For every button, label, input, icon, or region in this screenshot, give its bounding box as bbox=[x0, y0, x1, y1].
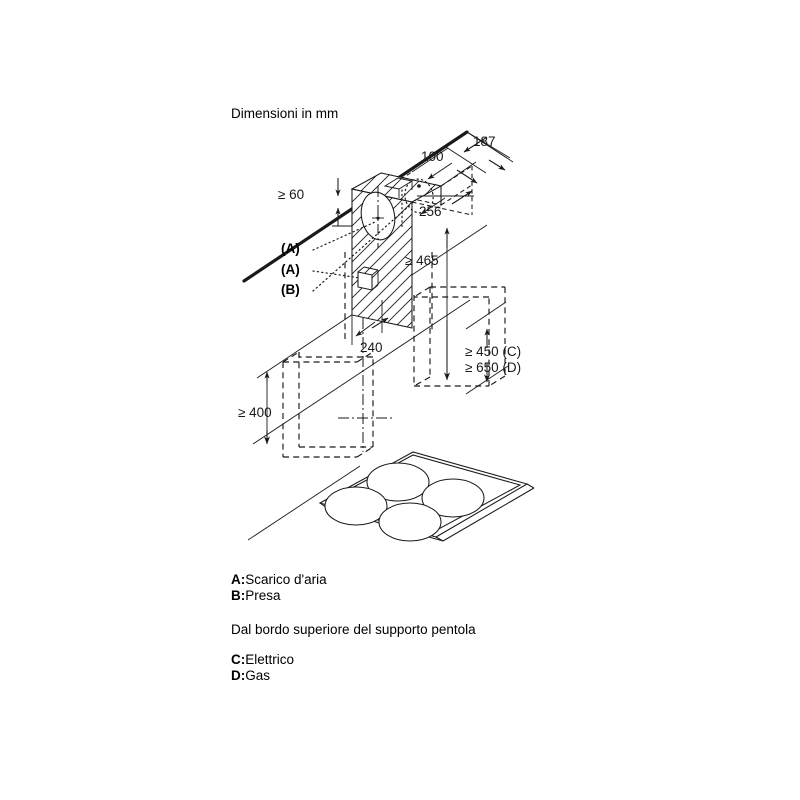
socket-marker-upper bbox=[404, 178, 434, 214]
legend-row-b: B:Presa bbox=[231, 588, 327, 604]
socket-rectangle bbox=[357, 266, 379, 291]
legend-text-d: Gas bbox=[245, 668, 271, 683]
duct-detail-top bbox=[383, 177, 414, 198]
legend-block-cd: C:Elettrico D:Gas bbox=[231, 652, 294, 684]
callout-b-1: (B) bbox=[281, 282, 300, 297]
dimension-label-min-650-d: ≥ 650 (D) bbox=[465, 360, 521, 375]
dimension-label-min-400: ≥ 400 bbox=[238, 405, 272, 420]
callout-leader-lines bbox=[312, 197, 419, 292]
dimension-min-450-650: ≥ 450 (C) ≥ 650 (D) bbox=[465, 301, 521, 395]
dimension-label-min-60: ≥ 60 bbox=[278, 187, 304, 202]
dimension-label-100: 100 bbox=[421, 149, 444, 164]
dimension-100: 100 bbox=[411, 147, 478, 187]
dimension-label-min-450-c: ≥ 450 (C) bbox=[465, 344, 521, 359]
dimension-label-min-465: ≥ 465 bbox=[405, 253, 439, 268]
dimension-label-256: 256 bbox=[419, 204, 442, 219]
legend-text-b: Presa bbox=[245, 588, 281, 603]
legend-note: Dal bordo superiore del supporto pentola bbox=[231, 622, 476, 637]
dimension-min-400: ≥ 400 bbox=[238, 371, 272, 445]
dimension-min-60: ≥ 60 bbox=[278, 178, 352, 227]
legend-row-a: A:Scarico d'aria bbox=[231, 572, 327, 588]
dimension-256: 256 bbox=[401, 189, 474, 229]
legend-row-d: D:Gas bbox=[231, 668, 294, 684]
legend-key-c: C: bbox=[231, 652, 246, 667]
legend-text-a: Scarico d'aria bbox=[245, 572, 327, 587]
dimension-label-187: 187 bbox=[473, 134, 496, 149]
figure-title: Dimensioni in mm bbox=[231, 106, 339, 121]
callout-a-2: (A) bbox=[281, 262, 300, 277]
center-lines bbox=[338, 318, 392, 452]
callout-a-1: (A) bbox=[281, 241, 300, 256]
dimension-min-465: ≥ 465 bbox=[405, 227, 450, 381]
hob-cooktop bbox=[318, 451, 535, 542]
hood-body-hidden-outline bbox=[282, 165, 506, 458]
legend-key-d: D: bbox=[231, 668, 246, 683]
wall-section-hatched bbox=[350, 172, 443, 329]
legend-key-a: A: bbox=[231, 572, 246, 587]
legend-key-b: B: bbox=[231, 588, 246, 603]
air-outlet-circle bbox=[360, 186, 396, 248]
legend-text-c: Elettrico bbox=[245, 652, 295, 667]
dimension-240: 240 bbox=[351, 300, 389, 355]
dimension-label-240: 240 bbox=[360, 340, 383, 355]
legend-row-c: C:Elettrico bbox=[231, 652, 294, 668]
dimension-187: 187 bbox=[445, 131, 508, 174]
legend-block-ab: A:Scarico d'aria B:Presa bbox=[231, 572, 327, 604]
